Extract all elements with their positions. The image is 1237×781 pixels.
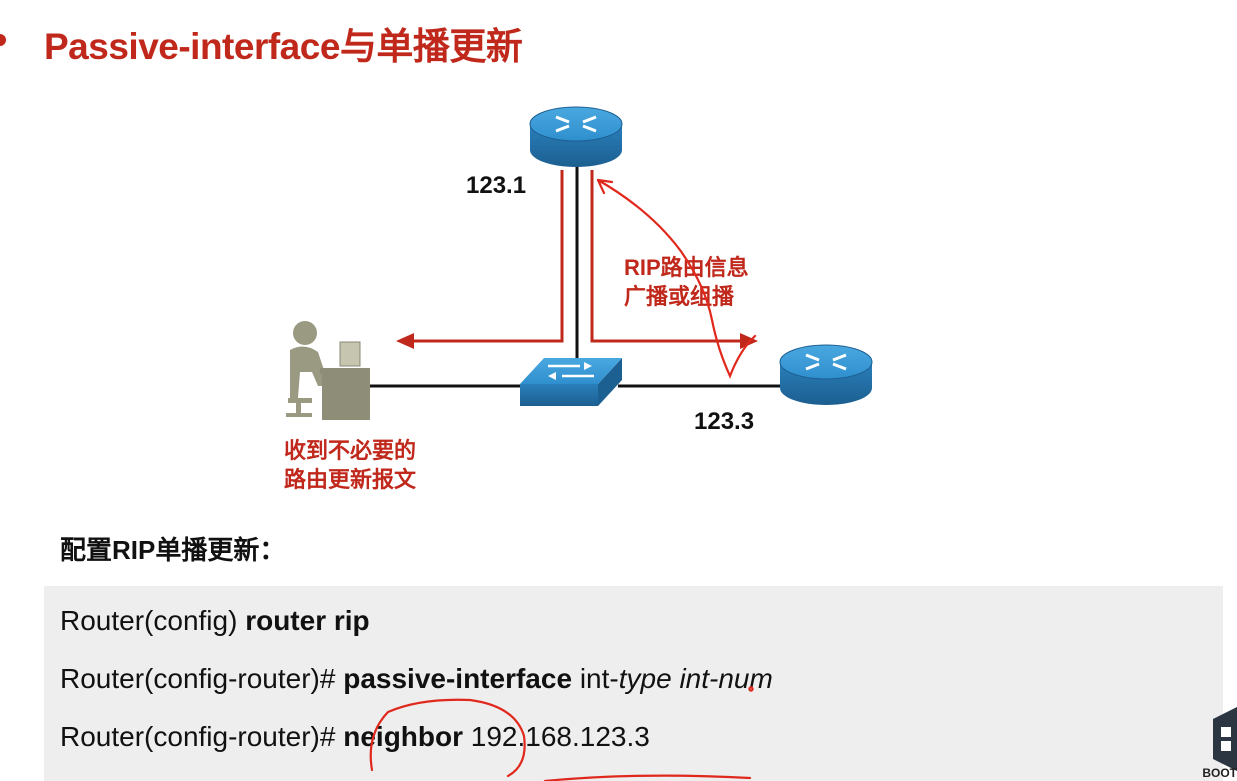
arrow-head-left: [396, 333, 414, 349]
prompt-prefix: Router(config-router)#: [60, 721, 336, 752]
command-keyword: passive-interface: [343, 663, 573, 694]
pc-user-icon: [286, 321, 370, 420]
argument-type: type: [618, 663, 672, 694]
command-keyword: neighbor: [343, 721, 463, 752]
prompt-prefix: Router(config): [60, 605, 238, 636]
pc-note-line1: 收到不必要的: [284, 438, 417, 463]
rip-note-line2: 广播或组播: [624, 284, 735, 309]
brand-logo-icon: [1213, 707, 1237, 771]
router-right-address: 123.3: [694, 408, 755, 435]
router-icon: [779, 344, 873, 405]
rip-broadcast-note: RIP路由信息 广播或组播: [624, 253, 749, 311]
router-icon: [529, 106, 623, 167]
network-links: [370, 166, 785, 388]
argument-prefix: int-: [579, 663, 619, 694]
brand-logo-text: BOOT: [1202, 766, 1237, 780]
switch-icon: [520, 358, 622, 406]
title-bullet: [0, 34, 6, 46]
rip-note-line1: RIP路由信息: [624, 255, 749, 280]
arrow-head-right: [740, 333, 758, 349]
command-keyword: router rip: [245, 605, 370, 636]
config-code-box: [44, 586, 1223, 781]
code-line-3: Router(config-router)# neighbor 192.168.…: [60, 721, 650, 753]
pc-note-line2: 路由更新报文: [284, 467, 417, 492]
pc-update-note: 收到不必要的 路由更新报文: [284, 436, 416, 494]
slide-title: Passive-interface与单播更新: [44, 26, 523, 67]
section-label: 配置RIP单播更新：: [60, 535, 286, 565]
prompt-prefix: Router(config-router)#: [60, 663, 336, 694]
argument-num: int-num: [679, 663, 773, 694]
neighbor-address: 192.168.123.3: [470, 721, 650, 752]
code-line-1: Router(config) router rip: [60, 605, 370, 637]
router-top-address: 123.1: [466, 172, 527, 199]
code-line-2: Router(config-router)# passive-interface…: [60, 663, 773, 695]
